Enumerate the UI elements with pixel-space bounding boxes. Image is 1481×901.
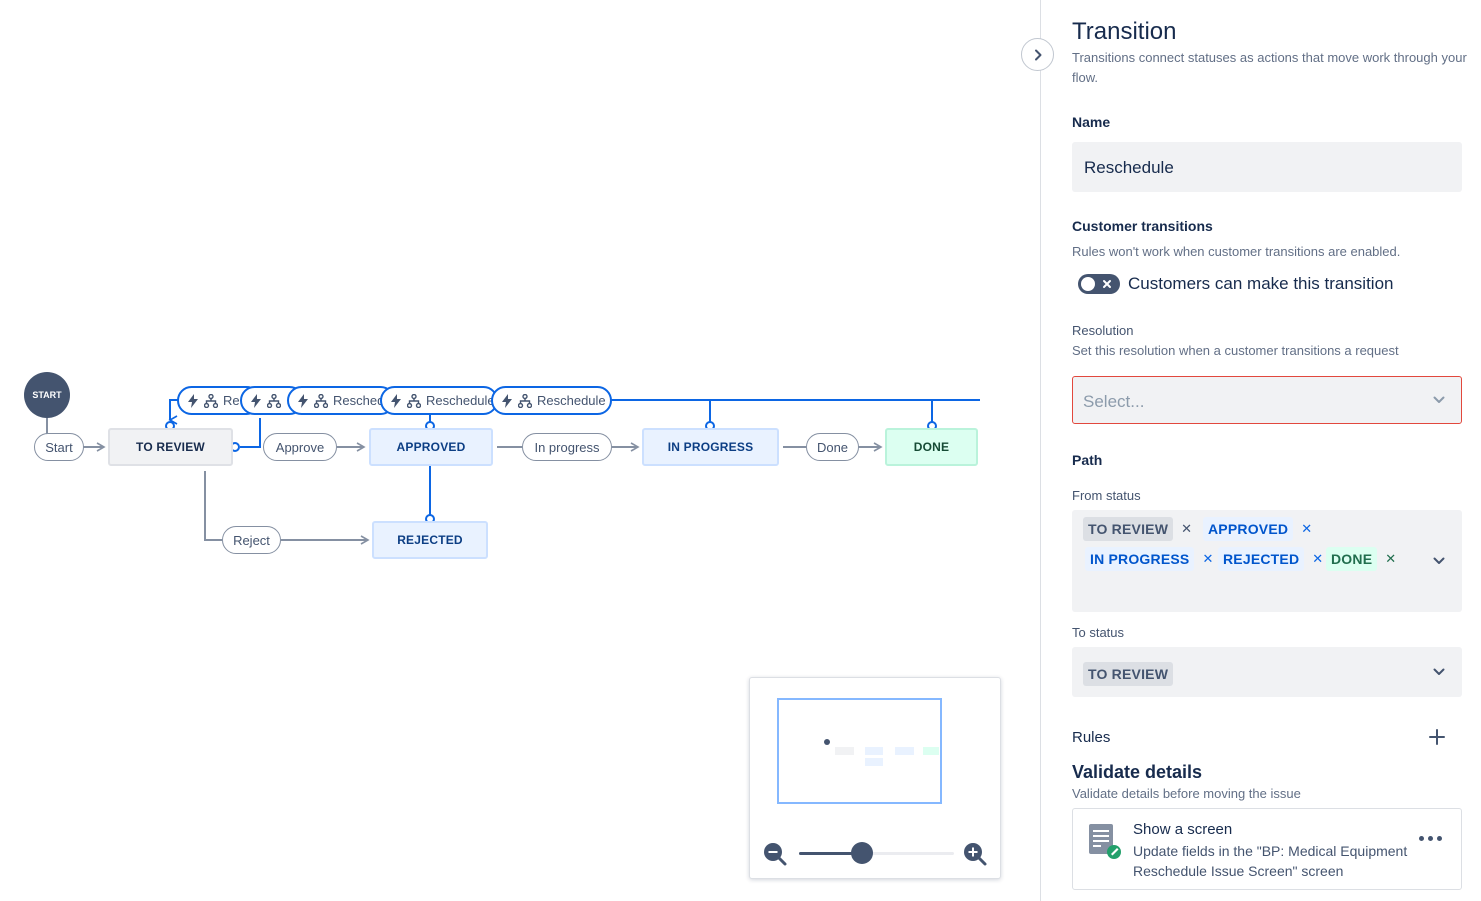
- validate-title: Validate details: [1072, 762, 1203, 782]
- minimap[interactable]: [749, 677, 1001, 879]
- transition-panel: Transition Transitions connect statuses …: [1040, 0, 1481, 901]
- screen-form-icon: [1089, 824, 1121, 859]
- customer-transitions-desc: Rules won't work when customer transitio…: [1072, 244, 1401, 259]
- status-to-review[interactable]: TO REVIEW: [108, 428, 233, 466]
- zoom-in-icon: [964, 843, 987, 866]
- status-lozenge: APPROVED: [1203, 517, 1294, 541]
- chevron-down-icon: [1433, 557, 1445, 564]
- transition-label: Re: [223, 393, 240, 408]
- path-label: Path: [1072, 452, 1103, 468]
- minimap-viewport[interactable]: [777, 698, 942, 804]
- customer-toggle-label: Customers can make this transition: [1128, 274, 1394, 293]
- remove-tag-icon[interactable]: ✕: [1385, 551, 1397, 566]
- resolution-label: Resolution: [1072, 323, 1134, 338]
- transition-reject[interactable]: Reject: [222, 526, 281, 554]
- transition-approve[interactable]: Approve: [263, 433, 337, 461]
- status-in-progress[interactable]: IN PROGRESS: [642, 428, 779, 466]
- zoom-out-button[interactable]: [762, 841, 788, 867]
- minimap-preview: [824, 739, 939, 766]
- status-lozenge: TO REVIEW: [1083, 517, 1174, 541]
- rule-desc: Update fields in the "BP: Medical Equipm…: [1133, 843, 1408, 879]
- resolution-placeholder: Select...: [1083, 392, 1145, 411]
- remove-tag-icon[interactable]: ✕: [1202, 551, 1214, 566]
- status-rejected[interactable]: REJECTED: [372, 521, 488, 559]
- close-icon: [1103, 280, 1111, 288]
- from-status-tag: REJECTED ✕: [1218, 547, 1323, 571]
- to-status-label: To status: [1072, 625, 1125, 640]
- to-status-lozenge: TO REVIEW: [1083, 662, 1174, 686]
- rule-title: Show a screen: [1133, 821, 1233, 838]
- rule-card[interactable]: Show a screen Update fields in the "BP: …: [1072, 808, 1462, 890]
- name-input[interactable]: Reschedule: [1072, 142, 1462, 192]
- transition-label: Resched: [333, 393, 385, 408]
- add-rule-button[interactable]: [1427, 727, 1447, 747]
- from-status-tag: APPROVED ✕: [1203, 517, 1312, 541]
- more-dots-icon: [1419, 835, 1442, 841]
- status-lozenge: IN PROGRESS: [1085, 547, 1195, 571]
- customer-transitions-label: Customer transitions: [1072, 218, 1213, 234]
- validate-desc: Validate details before moving the issue: [1072, 786, 1301, 801]
- transition-label: Reschedule: [426, 393, 495, 408]
- hierarchy-icon: [204, 393, 218, 408]
- resolution-select[interactable]: Select...: [1072, 376, 1462, 424]
- status-approved[interactable]: APPROVED: [369, 428, 493, 466]
- bolt-icon: [391, 393, 401, 408]
- customer-toggle[interactable]: [1078, 274, 1120, 294]
- chevron-down-icon: [1433, 668, 1445, 675]
- status-lozenge: DONE: [1326, 547, 1378, 571]
- panel-description: Transitions connect statuses as actions …: [1072, 50, 1467, 85]
- status-lozenge: REJECTED: [1218, 547, 1305, 571]
- plus-icon: [1429, 729, 1445, 745]
- name-label: Name: [1072, 114, 1111, 130]
- remove-tag-icon[interactable]: ✕: [1301, 521, 1313, 536]
- status-done[interactable]: DONE: [885, 428, 978, 466]
- remove-tag-icon[interactable]: ✕: [1312, 551, 1324, 566]
- collapse-panel-button[interactable]: [1021, 38, 1054, 71]
- panel-title: Transition: [1072, 18, 1177, 45]
- toggle-knob: [1081, 277, 1095, 291]
- transition-reschedule-3[interactable]: Resched: [287, 386, 395, 415]
- from-status-tag: IN PROGRESS ✕: [1085, 547, 1213, 571]
- chevron-down-icon: [1433, 396, 1445, 403]
- workflow-canvas[interactable]: START Start TO REVIEW Approve APPROVED I…: [0, 0, 1040, 901]
- transition-reschedule-4[interactable]: Reschedule: [380, 386, 498, 415]
- more-actions-button[interactable]: [1419, 829, 1445, 847]
- zoom-out-icon: [764, 843, 787, 866]
- bolt-icon: [251, 393, 261, 408]
- hierarchy-icon: [314, 393, 328, 408]
- transition-start[interactable]: Start: [34, 433, 84, 461]
- bolt-icon: [298, 393, 308, 408]
- resolution-desc: Set this resolution when a customer tran…: [1072, 343, 1399, 358]
- hierarchy-icon: [267, 393, 281, 408]
- zoom-in-button[interactable]: [962, 841, 988, 867]
- from-status-label: From status: [1072, 488, 1141, 503]
- from-status-tag: DONE ✕: [1326, 547, 1396, 571]
- start-node[interactable]: START: [24, 372, 70, 418]
- zoom-slider-thumb[interactable]: [851, 842, 873, 864]
- name-value: Reschedule: [1084, 158, 1174, 177]
- chevron-right-icon: [1034, 49, 1041, 60]
- bolt-icon: [188, 393, 198, 408]
- from-status-tag: TO REVIEW ✕: [1083, 517, 1192, 541]
- rules-label: Rules: [1072, 729, 1111, 746]
- remove-tag-icon[interactable]: ✕: [1181, 521, 1193, 536]
- transition-in-progress[interactable]: In progress: [522, 433, 612, 461]
- transition-done[interactable]: Done: [806, 433, 859, 461]
- zoom-slider-fill: [799, 852, 863, 855]
- transition-label: Reschedule: [537, 393, 606, 408]
- hierarchy-icon: [518, 393, 532, 408]
- zoom-slider-track[interactable]: [799, 852, 954, 855]
- to-status-select[interactable]: TO REVIEW: [1072, 647, 1462, 697]
- transition-reschedule-5[interactable]: Reschedule: [491, 386, 612, 415]
- bolt-icon: [502, 393, 512, 408]
- from-status-select[interactable]: TO REVIEW ✕ APPROVED ✕ IN PROGRESS ✕ REJ…: [1072, 510, 1462, 612]
- hierarchy-icon: [407, 393, 421, 408]
